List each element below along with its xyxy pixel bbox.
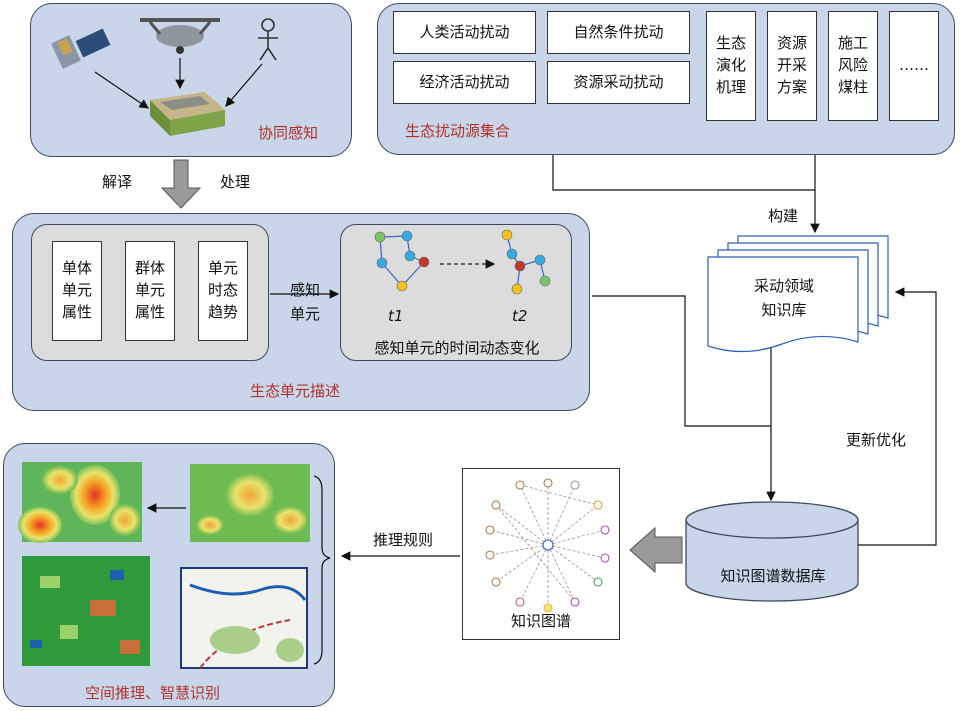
item-risk-pillar: 施工 风险 煤柱 (828, 11, 878, 121)
admin-map (180, 567, 308, 669)
eco-unit-title: 生态单元描述 (250, 382, 341, 400)
t2-label: t2 (512, 307, 528, 325)
t1-label: t1 (388, 307, 404, 325)
factor-resource: 资源采动扰动 (547, 61, 690, 104)
attr-individual: 单体 单元 属性 (52, 241, 102, 341)
terrain-model-icon (150, 92, 225, 136)
dynamic-group (340, 224, 572, 361)
db-to-kg-arrow (629, 526, 683, 574)
drone-icon (140, 18, 220, 54)
heatmap-base (190, 464, 310, 542)
disturbance-title: 生态扰动源集合 (405, 122, 511, 140)
item-eco-mechanism: 生态 演化 机理 (706, 11, 756, 121)
heatmap-risk (18, 462, 142, 543)
spatial-title: 空间推理、智慧识别 (85, 684, 221, 702)
sensing-title: 协同感知 (258, 124, 319, 142)
decode-label: 解译 (102, 173, 133, 191)
update-label: 更新优化 (846, 431, 907, 449)
factor-natural: 自然条件扰动 (547, 11, 690, 54)
kg-database-label: 知识图谱数据库 (720, 567, 826, 585)
factor-economic: 经济活动扰动 (393, 61, 536, 104)
build-label: 构建 (768, 207, 799, 225)
infer-label: 推理规则 (373, 531, 434, 549)
dynamic-caption: 感知单元的时间动态变化 (374, 339, 540, 357)
factor-human: 人类活动扰动 (393, 11, 536, 54)
landcover-map (22, 556, 150, 666)
satellite-icon (51, 28, 111, 69)
knowledge-base-label: 采动领域 知识库 (753, 277, 814, 319)
knowledge-graph-label: 知识图谱 (510, 612, 571, 631)
person-icon (258, 18, 278, 61)
decode-arrow (160, 159, 202, 209)
item-mining-plan: 资源 开采 方案 (767, 11, 817, 121)
attr-group: 群体 单元 属性 (125, 241, 175, 341)
process-label: 处理 (220, 173, 251, 191)
attr-trend: 单元 时态 趋势 (198, 241, 248, 341)
item-ellipsis: …… (889, 11, 939, 121)
